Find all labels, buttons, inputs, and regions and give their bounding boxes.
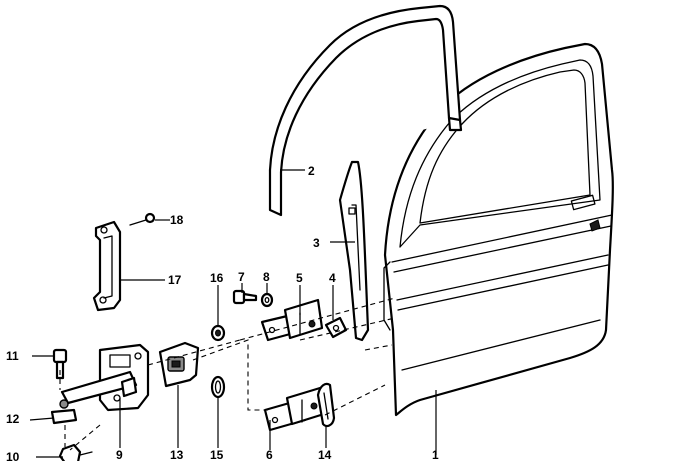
callout-18: 18 [170,213,184,227]
window-frame-seal[interactable] [268,4,463,217]
grab-handle[interactable] [92,220,122,312]
upper-hinge[interactable] [260,298,324,342]
callout-labels: 1 2 3 4 5 6 7 8 9 10 11 12 13 14 15 16 1… [6,164,439,461]
callout-3: 3 [313,236,320,250]
window-channel[interactable] [338,160,370,342]
callout-8: 8 [263,270,270,284]
door-shell[interactable] [383,42,614,417]
screw[interactable] [58,443,93,461]
leader-lines [29,169,437,458]
lower-hinge[interactable] [263,386,326,432]
callout-15: 15 [210,448,224,461]
plug[interactable] [210,324,226,342]
washer[interactable] [260,292,274,308]
callout-13: 13 [170,448,184,461]
pin[interactable] [52,348,68,380]
door-check-strap[interactable] [60,343,150,412]
hinge-gasket[interactable] [316,382,336,428]
assembly-dashed-lines [59,297,396,451]
handle-screw[interactable] [129,212,156,226]
callout-16: 16 [210,271,224,285]
callout-6: 6 [266,448,273,461]
callout-2: 2 [308,164,315,178]
bolt[interactable] [232,289,258,305]
bracket-plate[interactable] [158,341,200,388]
callout-10: 10 [6,450,20,461]
callout-17: 17 [168,273,182,287]
grommet[interactable] [210,375,226,399]
callout-1: 1 [432,448,439,461]
callout-9: 9 [116,448,123,461]
callout-4: 4 [329,271,336,285]
callout-7: 7 [238,270,245,284]
callout-14: 14 [318,448,332,461]
callout-12: 12 [6,412,20,426]
hinge-spring[interactable] [324,316,348,339]
clip[interactable] [50,399,78,425]
callout-11: 11 [6,349,19,363]
callout-5: 5 [296,271,303,285]
